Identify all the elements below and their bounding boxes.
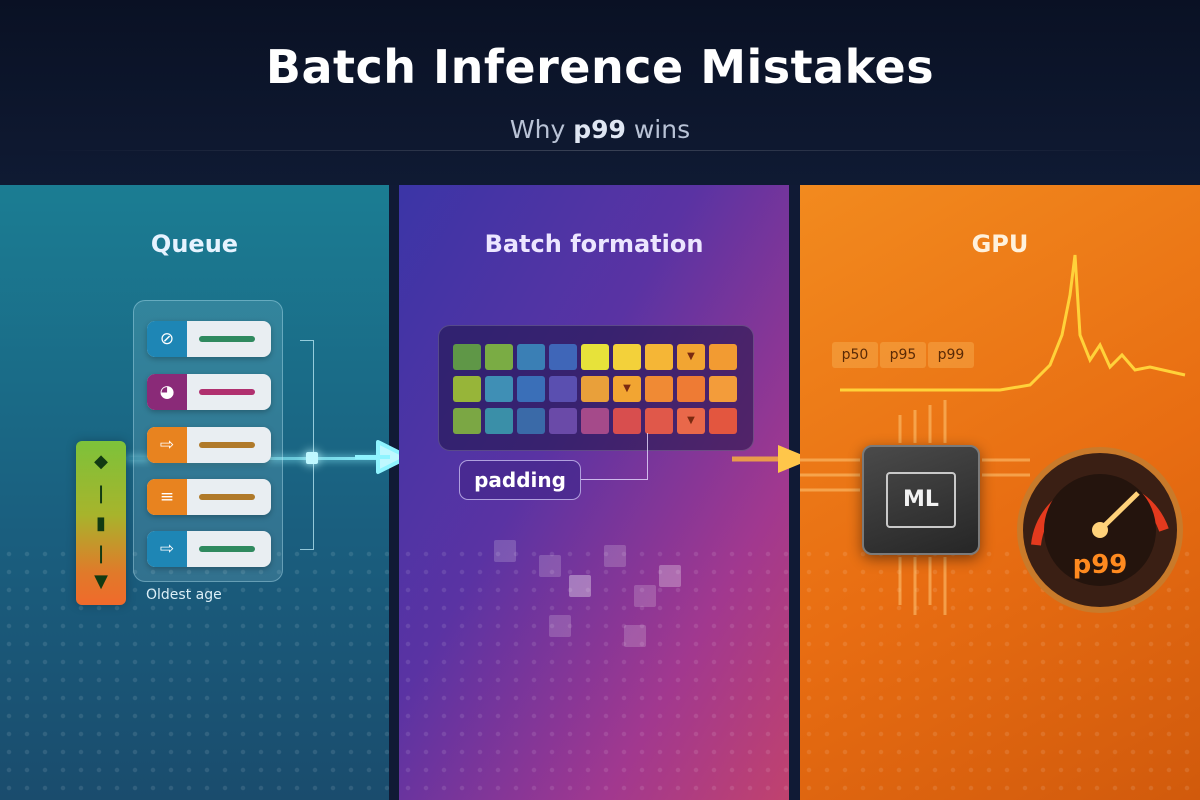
batch-cell — [645, 344, 673, 370]
batch-cell — [613, 408, 641, 434]
circuit-traces — [800, 400, 1030, 615]
subtitle-prefix: Why — [509, 115, 574, 144]
ghost-cell — [604, 545, 626, 567]
batch-cell — [517, 408, 545, 434]
dot-texture — [399, 545, 789, 800]
oldest-age-label: Oldest age — [146, 587, 222, 603]
latency-curve — [800, 254, 1186, 615]
enter-icon: ⇨ — [147, 427, 187, 463]
header: Batch Inference Mistakes Why p99 wins — [0, 0, 1200, 185]
batch-cell — [581, 376, 609, 402]
latency-spike — [840, 254, 1186, 392]
batch-cell — [709, 376, 737, 402]
dot-texture — [0, 545, 389, 800]
batch-cell — [517, 344, 545, 370]
batch-cell — [677, 376, 705, 402]
batch-cell — [613, 344, 641, 370]
batch-cell — [645, 408, 673, 434]
queue-bracket — [300, 340, 314, 550]
padding-marker-icon: ▼ — [677, 408, 705, 434]
padding-connector — [581, 479, 647, 480]
batch-cell — [709, 344, 737, 370]
batch-cell — [581, 408, 609, 434]
gpu-panel: GPU p50 p95 p99 ML p99 — [800, 185, 1200, 800]
batch-panel: Batch formation ▼ ▼ ▼ padding — [399, 185, 789, 800]
batch-cell — [453, 344, 481, 370]
batch-cell — [485, 376, 513, 402]
percentile-p50: p50 — [832, 342, 878, 368]
header-divider — [40, 150, 1160, 151]
bar-icon: ▮ — [96, 513, 106, 534]
diamond-icon: ◆ — [94, 451, 108, 472]
batch-title: Batch formation — [484, 230, 704, 258]
gpu-chip: ML — [862, 445, 980, 555]
tick-icon: | — [97, 483, 105, 504]
batch-cell — [517, 376, 545, 402]
flow-arrow-icon — [732, 445, 812, 473]
ghost-cell — [569, 575, 591, 597]
percentile-p95: p95 — [880, 342, 926, 368]
queue-item-bar — [199, 494, 255, 500]
percentile-p99: p99 — [928, 342, 974, 368]
batch-cell — [485, 408, 513, 434]
gauge-icon — [1017, 447, 1183, 613]
ghost-cell — [549, 615, 571, 637]
tick-icon: | — [97, 543, 105, 564]
queue-item: ⊘ — [147, 321, 271, 357]
gpu-title: GPU — [971, 230, 1029, 258]
flow-arrow-icon — [355, 440, 410, 474]
queue-item-bar — [199, 389, 255, 395]
oldest-age-bar: ◆ | ▮ | ▼ — [76, 441, 126, 605]
batch-cell — [549, 376, 577, 402]
queue-item-bar — [199, 442, 255, 448]
ghost-cell — [624, 625, 646, 647]
batch-grid: ▼ ▼ ▼ — [438, 325, 754, 451]
padding-label: padding — [459, 460, 581, 500]
queue-item: ≡ — [147, 479, 271, 515]
flow-node — [306, 452, 318, 464]
batch-cell — [709, 408, 737, 434]
chip-label: ML — [886, 472, 956, 528]
page-subtitle: Why p99 wins — [0, 115, 1200, 144]
batch-cell — [581, 344, 609, 370]
queue-item-bar — [199, 546, 255, 552]
queue-item-bar — [199, 336, 255, 342]
ghost-cell — [634, 585, 656, 607]
ghost-cell — [539, 555, 561, 577]
batch-cell — [645, 376, 673, 402]
batch-cell — [549, 344, 577, 370]
queue-panel: Queue ⊘ ◕ ⇨ ≡ ⇨ ◆ | ▮ | ▼ Oldest age — [0, 185, 389, 800]
queue-title: Queue — [150, 230, 239, 258]
queue-item: ⇨ — [147, 427, 271, 463]
subtitle-emphasis: p99 — [573, 115, 626, 144]
enter-icon: ⇨ — [147, 531, 187, 567]
funnel-icon: ▼ — [94, 571, 108, 592]
gauge-icon: ◕ — [147, 374, 187, 410]
rail-icon: ≡ — [147, 479, 187, 515]
panel-divider — [789, 185, 800, 800]
batch-cell — [549, 408, 577, 434]
padding-marker-icon: ▼ — [613, 376, 641, 402]
padding-connector — [647, 433, 648, 480]
no-entry-icon: ⊘ — [147, 321, 187, 357]
page-title: Batch Inference Mistakes — [265, 40, 935, 94]
batch-cell — [453, 376, 481, 402]
queue-item: ⇨ — [147, 531, 271, 567]
ghost-cell — [659, 565, 681, 587]
ghost-cell — [494, 540, 516, 562]
panel-divider — [389, 185, 399, 800]
queue-item: ◕ — [147, 374, 271, 410]
padding-marker-icon: ▼ — [677, 344, 705, 370]
subtitle-suffix: wins — [625, 115, 691, 144]
batch-cell — [453, 408, 481, 434]
gauge-label: p99 — [1072, 550, 1128, 580]
batch-cell — [485, 344, 513, 370]
